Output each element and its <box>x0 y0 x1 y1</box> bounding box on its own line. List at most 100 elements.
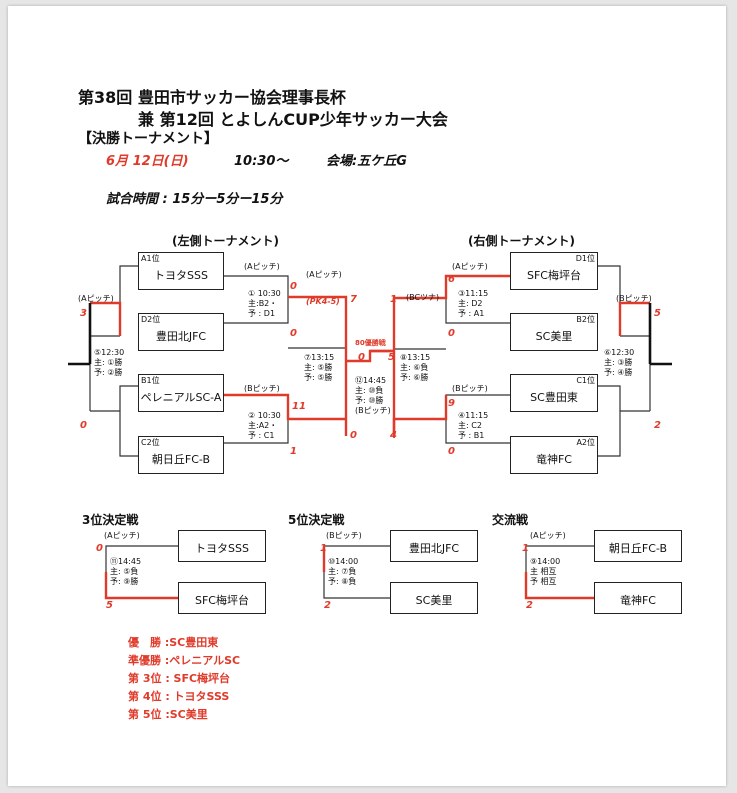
match-info-line: ⑦13:15 <box>304 353 335 362</box>
third-place-heading: 3位決定戦 <box>82 513 139 527</box>
team-name: トヨタSSS <box>154 269 208 282</box>
final-score-left: 0 <box>358 352 365 363</box>
event-time: 10:30〜 <box>234 154 289 169</box>
team-name: トヨタSSS <box>195 542 249 555</box>
match-info-6: ⑥12:30 主: ③勝 予: ④勝 <box>604 348 634 378</box>
result-third: 第 3位 : SFC梅坪台 <box>128 672 231 685</box>
score: 6 <box>448 274 455 285</box>
title-line-2: 兼 第12回 とよしんCUP少年サッカー大会 <box>138 110 448 129</box>
match-info-5: ⑤12:30 主: ①勝 予: ②勝 <box>94 348 124 378</box>
team-box-a2: A2位 竜神FC <box>510 436 598 474</box>
score: 0 <box>448 328 455 339</box>
pk-result: (PK4-5) <box>306 297 340 306</box>
match-info-2: ② 10:30 主:A2・ 予 : C1 <box>248 411 281 441</box>
team-box-c1: C1位 SC豊田東 <box>510 374 598 412</box>
team-rank: C2位 <box>141 438 160 447</box>
team-rank: C1位 <box>576 376 595 385</box>
match-info-line: 予 : B1 <box>458 431 485 440</box>
team-rank: B2位 <box>576 315 595 324</box>
team-name: SC豊田東 <box>530 391 578 404</box>
team-box-exchange-bottom: 竜神FC <box>594 582 682 614</box>
score: 0 <box>80 420 87 431</box>
match-info-line: ⑧13:15 <box>400 353 431 362</box>
match-info-line: 予: ⑨勝 <box>110 577 139 586</box>
match-info-line: ⑪14:45 <box>110 557 142 566</box>
match-info-line: 主: ⑤勝 <box>304 363 333 372</box>
match-info-line: 主: ①勝 <box>94 358 123 367</box>
team-box-c2: C2位 朝日丘FC-B <box>138 436 224 474</box>
team-box-b1: B1位 ペレニアルSC-A <box>138 374 224 412</box>
team-rank: A1位 <box>141 254 160 263</box>
team-box-third-bottom: SFC梅坪台 <box>178 582 266 614</box>
exchange-info: ⑨14:00 主 相互 予 相互 <box>530 557 560 587</box>
match-info-line: ④11:15 <box>458 411 489 420</box>
pitch-label: (Bピッチ) <box>452 384 488 393</box>
tournament-sheet: 第38回 豊田市サッカー協会理事長杯 兼 第12回 とよしんCUP少年サッカー大… <box>8 6 726 786</box>
match-info-line: 予: ④勝 <box>604 368 633 377</box>
score: 0 <box>290 328 297 339</box>
right-bracket-heading: (右側トーナメント) <box>468 234 575 248</box>
final-score-right: 5 <box>388 352 395 363</box>
pitch-label: (Aピッチ) <box>452 262 488 271</box>
match-info-line: (Bピッチ) <box>355 406 391 415</box>
score: 2 <box>654 420 661 431</box>
pitch-label: (Bピッチ) <box>244 384 280 393</box>
team-name: 竜神FC <box>619 594 656 607</box>
fifth-place-heading: 5位決定戦 <box>288 513 345 527</box>
match-info-line: 予: ⑥勝 <box>400 373 429 382</box>
score: 2 <box>324 600 331 611</box>
final-label: 80優勝戦 <box>355 339 386 347</box>
final-results: 優 勝 :SC豊田東 準優勝 :ペレニアルSC 第 3位 : SFC梅坪台 第 … <box>128 634 240 724</box>
team-name: SC美里 <box>415 594 453 607</box>
match-info-line: 主: D2 <box>458 299 483 308</box>
match-info-line: 主: ③勝 <box>604 358 633 367</box>
match-info-line: ⑥12:30 <box>604 348 635 357</box>
team-name: SFC梅坪台 <box>195 594 249 607</box>
team-box-d2: D2位 豊田北JFC <box>138 313 224 351</box>
team-rank: A2位 <box>576 438 595 447</box>
match-info-line: 予 : C1 <box>248 431 275 440</box>
match-info-line: 主: C2 <box>458 421 482 430</box>
match-info-3: ③11:15 主: D2 予 : A1 <box>458 289 488 319</box>
match-info-line: 主: ⑤負 <box>110 567 139 576</box>
score: 4 <box>390 430 397 441</box>
pitch-label: (Aピッチ) <box>104 531 140 540</box>
fifth-info: ⑩14:00 主: ⑦負 予: ⑧負 <box>328 557 358 587</box>
match-info-line: 主: ⑥負 <box>400 363 429 372</box>
third-info: ⑪14:45 主: ⑤負 予: ⑨勝 <box>110 557 141 587</box>
score: 1 <box>290 446 297 457</box>
team-box-fifth-top: 豊田北JFC <box>390 530 478 562</box>
team-rank: D2位 <box>141 315 161 324</box>
match-info-line: 主:A2・ <box>248 421 278 430</box>
team-name: SFC梅坪台 <box>527 269 581 282</box>
match-info-4: ④11:15 主: C2 予 : B1 <box>458 411 488 441</box>
match-info-7: ⑦13:15 主: ⑤勝 予: ⑤勝 <box>304 353 334 383</box>
event-date: 6月 12日(日) <box>106 154 189 169</box>
match-info-line: ① 10:30 <box>248 289 281 298</box>
match-info-line: 主:B2・ <box>248 299 278 308</box>
pitch-label: (Aピッチ) <box>306 270 342 279</box>
team-box-third-top: トヨタSSS <box>178 530 266 562</box>
result-fifth: 第 5位 :SC美里 <box>128 708 208 721</box>
section-heading: 【決勝トーナメント】 <box>78 131 218 147</box>
result-champion: 優 勝 :SC豊田東 <box>128 636 219 649</box>
event-venue: 会場:五ケ丘G <box>326 154 407 169</box>
score: 5 <box>654 308 661 319</box>
team-rank: B1位 <box>141 376 160 385</box>
match-info-line: ⑫14:45 <box>355 376 387 385</box>
match-info-line: 予 相互 <box>530 577 557 586</box>
team-name: 豊田北JFC <box>155 330 207 343</box>
match-time: 試合時間 : 15分ー5分ー15分 <box>106 192 283 207</box>
match-info-line: 予: ⑩勝 <box>355 396 384 405</box>
team-box-a1: A1位 トヨタSSS <box>138 252 224 290</box>
match-info-line: ⑨14:00 <box>530 557 561 566</box>
result-fourth: 第 4位 : トヨタSSS <box>128 690 230 703</box>
left-bracket-heading: (左側トーナメント) <box>172 234 279 248</box>
score: 0 <box>96 543 103 554</box>
match-info-line: 予 : D1 <box>248 309 276 318</box>
score: 7 <box>350 294 357 305</box>
match-info-line: 主: ⑦負 <box>328 567 357 576</box>
match-info-1: ① 10:30 主:B2・ 予 : D1 <box>248 289 281 319</box>
match-info-line: 主: ⑩負 <box>355 386 384 395</box>
team-name: 豊田北JFC <box>408 542 460 555</box>
